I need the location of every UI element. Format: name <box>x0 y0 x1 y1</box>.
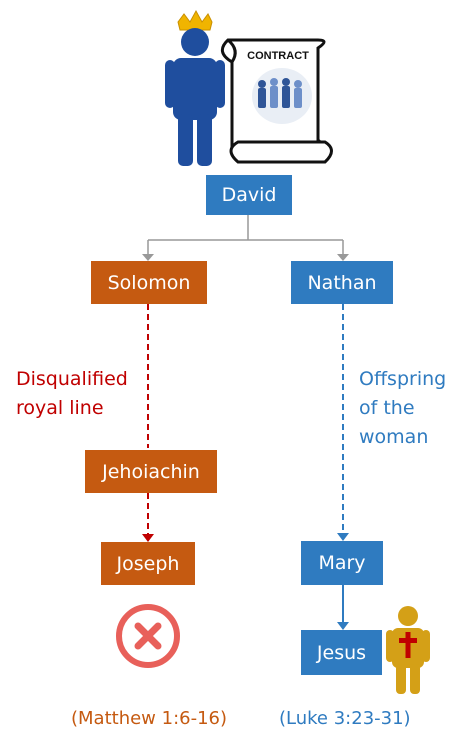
arrowhead-nathan <box>337 254 349 261</box>
jesus-figure-icon <box>386 606 430 694</box>
node-jesus: Jesus <box>301 630 382 675</box>
arrowhead-jesus <box>337 622 349 630</box>
node-david: David <box>206 175 292 215</box>
reference-luke: (Luke 3:23-31) <box>279 708 411 729</box>
node-mary: Mary <box>301 541 383 585</box>
david-connector <box>147 215 344 256</box>
king-figure-icon <box>165 9 225 166</box>
arrowhead-solomon <box>142 254 154 261</box>
reference-matthew: (Matthew 1:6-16) <box>71 708 228 729</box>
contract-scroll-icon <box>220 38 333 164</box>
contract-label: CONTRACT <box>247 50 309 62</box>
disqualified-x-icon <box>116 604 180 668</box>
arrowhead-mary <box>337 533 349 541</box>
node-jehoiachin: Jehoiachin <box>85 450 217 493</box>
annotation-offspring: Offspring of the woman <box>359 368 447 448</box>
annotation-disqualified: Disqualified royal line <box>16 368 128 419</box>
node-joseph: Joseph <box>101 542 195 585</box>
arrowhead-joseph <box>142 534 154 542</box>
node-nathan: Nathan <box>291 261 393 304</box>
node-solomon: Solomon <box>91 261 207 304</box>
